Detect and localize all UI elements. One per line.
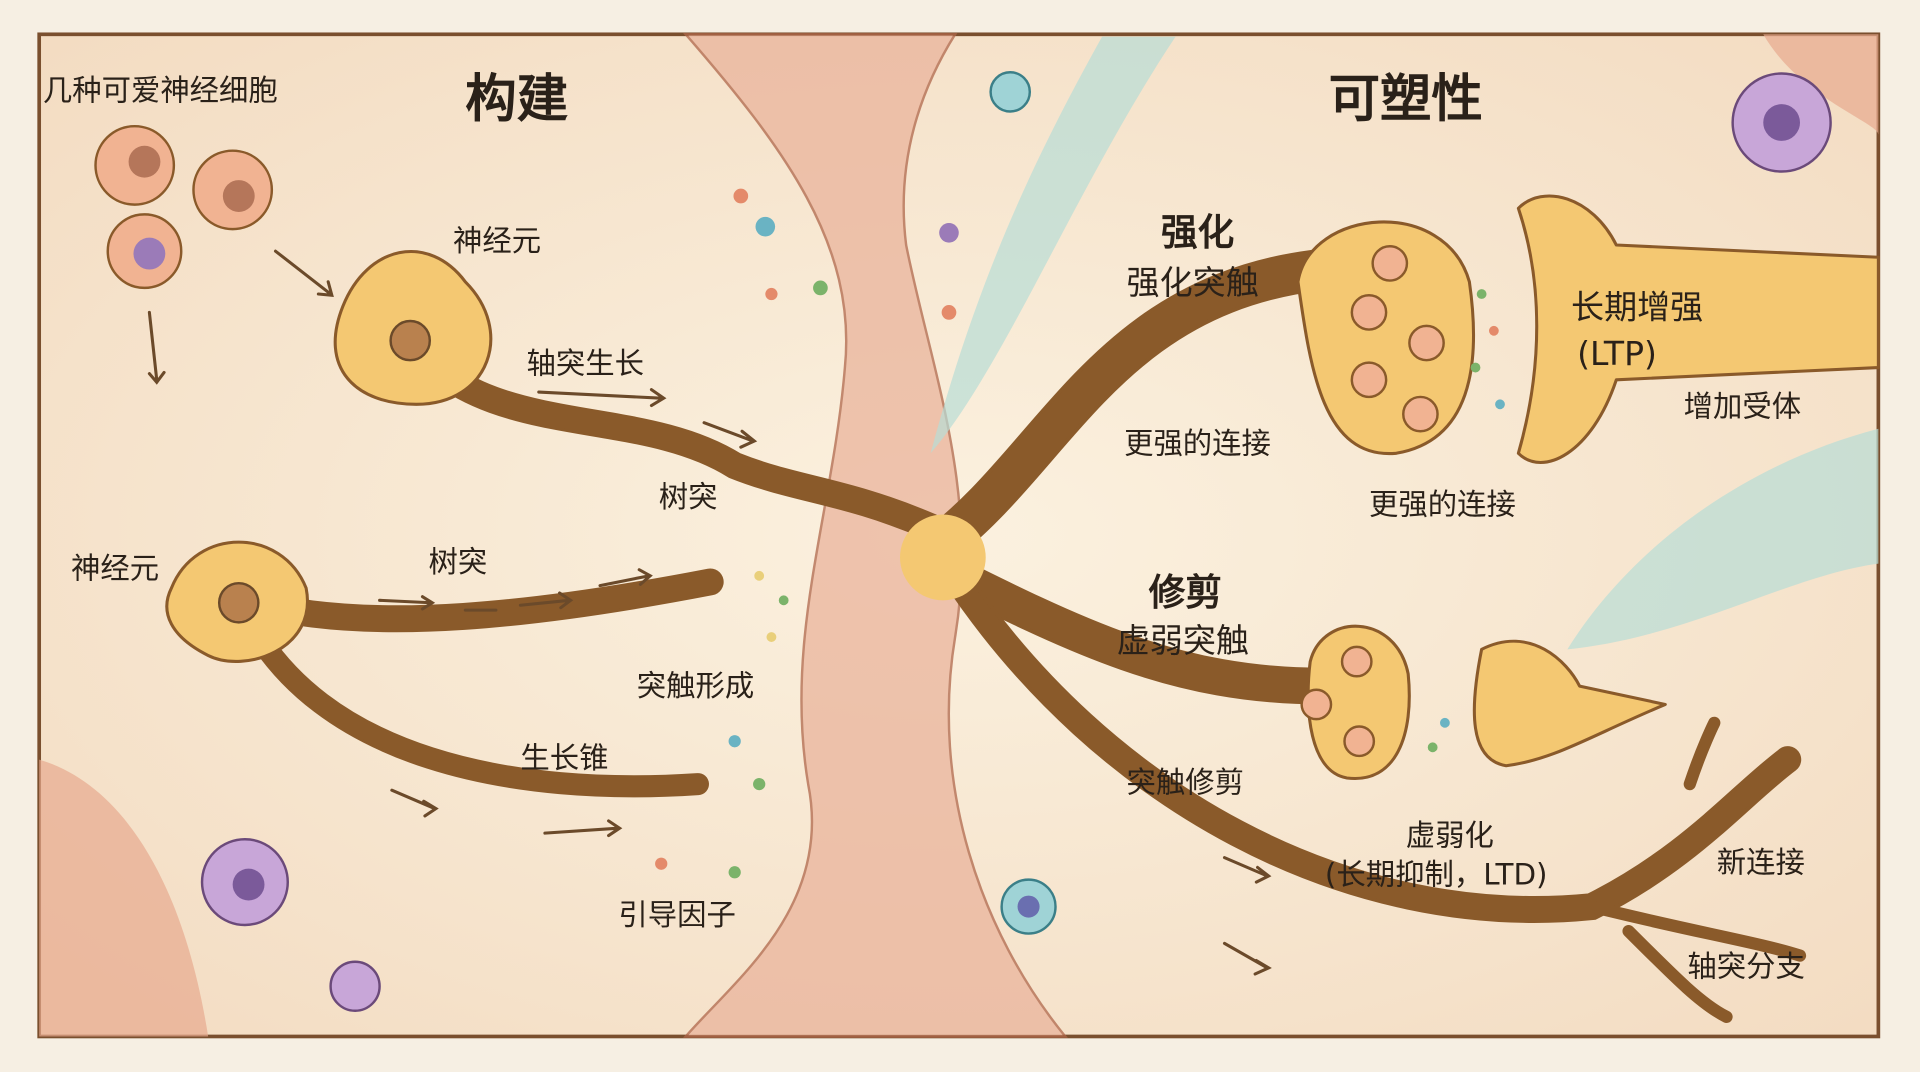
label-weakening: 虚弱化 [1406,818,1494,852]
section-title-plasticity: 可塑性 [1329,69,1483,129]
fluid-stream [930,36,1176,454]
synapse-strong [1296,194,1880,464]
label-ltp: 长期增强 [1571,288,1703,327]
fluid-stream [1567,428,1879,650]
label-synapse-pruning: 突触修剪 [1127,766,1244,800]
heading-prune: 修剪 [1149,571,1222,614]
label-weak-synapse: 虚弱突触 [1117,621,1249,660]
label-ltp-abbr: (LTP) [1577,334,1657,373]
label-synapse-formation: 突触形成 [637,669,754,703]
section-title-build: 构建 [465,69,568,129]
label-stronger-connection: 更强的连接 [1124,426,1271,460]
label-strengthen-synapse: 强化突触 [1127,263,1259,302]
label-neuron-top: 神经元 [453,224,541,258]
label-dendrite-left: 树突 [429,545,488,579]
neuron-top [333,250,945,541]
growth-arrows [147,249,1272,976]
synapse-weak [1300,624,1667,780]
label-neuron-left: 神经元 [71,551,159,585]
cell-icons [94,71,1832,1012]
heading-strengthen: 强化 [1161,211,1234,254]
label-guidance-factors: 引导因子 [618,898,735,932]
central-neuron-and-branches [900,248,1807,1023]
neurotransmitter-dots [655,188,1505,879]
label-axon-branching: 轴突分支 [1687,949,1804,983]
tissue-column [683,33,1068,1038]
neuron-left [165,540,724,798]
label-axon-growth: 轴突生长 [527,347,644,381]
tissue-corner [1763,34,1879,135]
label-stronger-connection: 更强的连接 [1369,488,1516,522]
label-new-connection: 新连接 [1717,845,1805,879]
cells-caption: 几种可爱神经细胞 [43,73,278,107]
tissue-corner [39,759,209,1037]
label-dendrite-mid: 树突 [659,480,718,514]
label-ltd: (长期抑制，LTD) [1325,858,1548,892]
label-growth-cone: 生长锥 [520,741,608,775]
label-more-receptors: 增加受体 [1684,390,1801,424]
